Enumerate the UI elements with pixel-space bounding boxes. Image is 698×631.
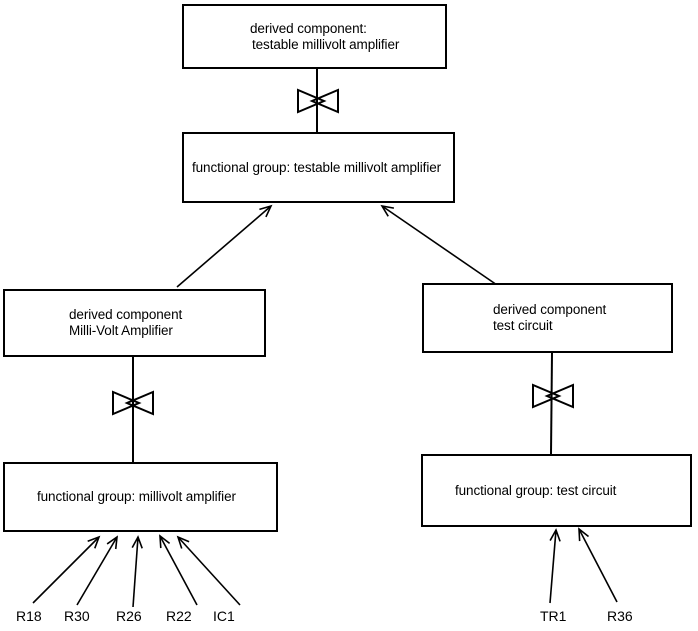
node-label-line: functional group: test circuit (455, 482, 617, 498)
arrow-ic1 (176, 535, 241, 606)
connector-right-vertical (550, 352, 553, 455)
component-label-ic1: IC1 (213, 608, 235, 624)
node-label-line: derived component (69, 307, 183, 322)
arrow-r22 (159, 534, 198, 606)
node-label-line: functional group: millivolt amplifier (37, 489, 236, 504)
node-label-line: test circuit (493, 318, 553, 333)
component-label-r22: R22 (166, 608, 192, 624)
bowtie-icon-right (532, 383, 574, 409)
arrow-left-derived-to-top-functional (176, 204, 273, 288)
node-label-line: Milli-Volt Amplifier (69, 323, 173, 338)
component-label-r30: R30 (64, 608, 90, 624)
bowtie-icon-top (297, 88, 339, 114)
arrow-r26 (131, 535, 143, 608)
bowtie-icon-left (112, 390, 154, 416)
component-label-r18: R18 (16, 608, 42, 624)
node-functional-group-test-circuit: functional group: test circuit (421, 454, 692, 527)
component-label-tr1: TR1 (540, 608, 567, 624)
arrow-right-derived-to-top-functional (380, 204, 498, 286)
node-label-line: testable millivolt amplifier (252, 36, 400, 52)
node-derived-component-milli-volt-amplifier: derived component Milli-Volt Amplifier (3, 289, 266, 357)
arrow-tr1 (549, 528, 561, 604)
node-derived-component-testable-millivolt-amplifier: derived component: testable millivolt am… (182, 4, 447, 69)
node-label-line: functional group: testable millivolt amp… (192, 159, 442, 175)
node-functional-group-testable-millivolt-amplifier: functional group: testable millivolt amp… (182, 132, 455, 203)
node-label-line: derived component: (250, 20, 367, 36)
node-functional-group-millivolt-amplifier: functional group: millivolt amplifier (3, 462, 278, 532)
node-label-line: derived component (493, 302, 607, 317)
arrow-r18 (32, 535, 101, 604)
node-derived-component-test-circuit: derived component test circuit (422, 283, 673, 353)
arrow-r36 (578, 527, 618, 603)
arrow-r30 (76, 535, 118, 606)
component-label-r26: R26 (116, 608, 142, 624)
component-label-r36: R36 (607, 608, 633, 624)
